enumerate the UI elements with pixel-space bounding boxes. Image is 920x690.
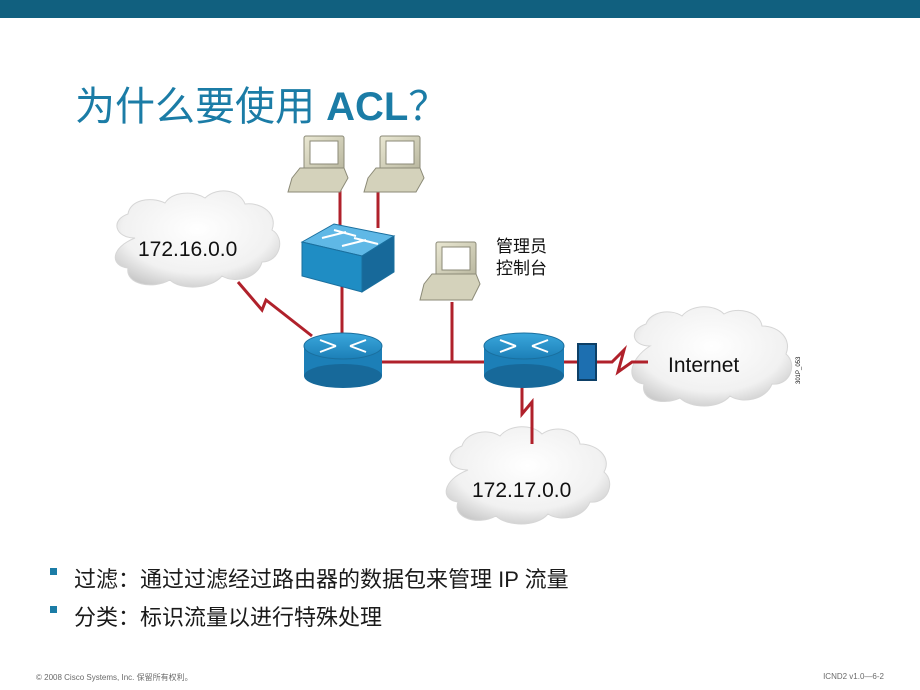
cloud-label-172-16: 172.16.0.0 — [138, 238, 237, 261]
pc-icon — [287, 135, 349, 193]
admin-console-label-line1: 管理员 — [496, 237, 547, 256]
acl-filter-icon — [577, 343, 597, 381]
serial-link-172-16 — [236, 281, 313, 338]
admin-console-label-line2: 控制台 — [496, 259, 547, 278]
cloud-172-17 — [445, 426, 611, 525]
footer-course-code: ICND2 v1.0—6-2 — [823, 672, 884, 681]
switch-icon — [300, 223, 396, 293]
serial-link-internet — [597, 344, 648, 376]
bullet-square-icon — [50, 606, 57, 613]
serial-link-172-17 — [520, 384, 534, 444]
top-banner — [0, 0, 920, 18]
pc-icon — [363, 135, 425, 193]
router-icon — [483, 332, 565, 388]
cloud-internet — [631, 306, 793, 407]
network-links — [236, 180, 648, 444]
network-diagram: 172.16.0.0 172.17.0.0 Internet 管理员 控制台 3… — [114, 135, 802, 525]
bullet-square-icon — [50, 568, 57, 575]
admin-console-pc-icon — [419, 241, 481, 301]
figure-id: 301P_053 — [796, 356, 802, 384]
cloud-label-internet: Internet — [668, 354, 739, 377]
slide-title: 为什么要使用 ACL？ — [75, 85, 449, 129]
footer-copyright: © 2008 Cisco Systems, Inc. 保留所有权利。 — [36, 673, 193, 682]
router-icon — [303, 332, 383, 388]
cloud-label-172-17: 172.17.0.0 — [472, 479, 571, 502]
cloud-172-16 — [114, 190, 281, 288]
